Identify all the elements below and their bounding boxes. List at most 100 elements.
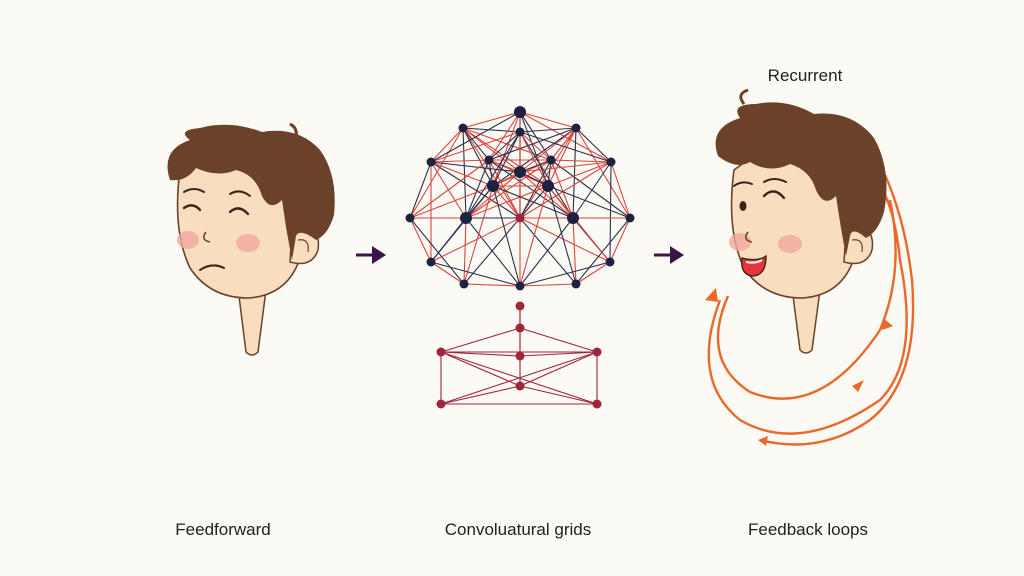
network-edge: [409, 217, 432, 263]
network-edge: [492, 131, 521, 187]
network-edge: [547, 185, 631, 219]
network-edge: [463, 283, 521, 287]
network-edge: [430, 127, 464, 163]
network-edge: [547, 185, 577, 285]
lower-network-node: [515, 301, 525, 311]
network-edge: [519, 283, 577, 287]
network-edge: [430, 161, 521, 219]
network-edge: [519, 161, 612, 219]
lower-network-node: [592, 347, 602, 357]
network-node: [426, 157, 436, 167]
lower-network-edges: [440, 306, 598, 405]
network-edge: [519, 127, 577, 219]
right-neck: [791, 287, 821, 354]
network-edge: [463, 217, 521, 285]
left-blush-2: [236, 234, 260, 252]
network-edge: [409, 217, 465, 285]
network-edge: [430, 161, 521, 173]
network-edge: [463, 185, 494, 285]
network-edge: [492, 185, 574, 219]
network-edge: [609, 217, 631, 263]
network-edge: [430, 131, 521, 163]
network-edge: [488, 159, 574, 219]
lower-network-edge: [440, 351, 521, 357]
network-edge: [463, 217, 467, 285]
network-edge: [465, 217, 521, 287]
lower-network-edge: [519, 327, 598, 353]
network-edge: [462, 127, 467, 219]
network-edge: [519, 185, 549, 287]
network-edge: [572, 161, 612, 219]
right-arrow-icon: [356, 246, 386, 264]
lower-network-node: [436, 399, 446, 409]
lower-network-node: [592, 399, 602, 409]
lower-network-node: [515, 351, 525, 361]
lower-network-edge: [440, 351, 598, 405]
network-edge: [575, 261, 611, 285]
network-edge: [519, 171, 574, 219]
caption-convolutional-grids: Convoluatural grids: [444, 520, 592, 539]
network-edge: [547, 127, 577, 187]
network-edge: [550, 127, 577, 161]
left-eye-2: [228, 207, 250, 216]
network-edge: [519, 111, 612, 163]
network-edge: [430, 185, 494, 263]
network-edge: [519, 261, 611, 287]
network-node: [515, 213, 525, 223]
network-edge: [575, 127, 612, 163]
network-edge: [488, 111, 521, 161]
lower-network-node: [436, 347, 446, 357]
caption-recurrent: Recurrent: [767, 66, 843, 85]
network-node: [458, 123, 468, 133]
network-node: [487, 180, 499, 192]
network-edge: [462, 127, 521, 173]
network-edge: [550, 159, 574, 219]
caption-feedback-loops: Feedback loops: [747, 520, 869, 539]
network-edge: [575, 217, 631, 285]
network-edge: [465, 131, 521, 219]
right-hair: [715, 102, 887, 256]
network-edge: [430, 261, 521, 287]
network-node: [625, 213, 635, 223]
network-node: [542, 180, 554, 192]
lower-network-edge: [440, 351, 521, 387]
network-edge: [462, 111, 521, 129]
network-edge: [488, 131, 521, 161]
network-edge: [519, 127, 577, 133]
network-node: [606, 157, 616, 167]
network-edge: [430, 159, 490, 163]
recurrent-face: [705, 88, 915, 446]
network-edge: [430, 217, 521, 263]
network-edge: [519, 127, 577, 173]
network-edge: [519, 131, 552, 161]
lower-network-edge: [519, 351, 598, 357]
network-edges: [409, 111, 631, 287]
network-edge: [492, 185, 521, 219]
feedforward-face: [167, 122, 335, 356]
network-edge: [465, 171, 521, 219]
network-edge: [465, 159, 490, 219]
loop-arrowheads: [705, 288, 893, 446]
right-blush-1: [729, 233, 751, 251]
lower-network-nodes: [436, 301, 602, 409]
lower-network-edge: [440, 385, 521, 405]
network-edge: [519, 111, 577, 129]
network-edge: [462, 127, 549, 187]
left-neck: [237, 287, 267, 356]
network-node: [567, 212, 579, 224]
network-node: [405, 213, 415, 223]
network-edge: [572, 127, 577, 219]
lower-network-edge: [519, 351, 598, 387]
network-edge: [492, 185, 521, 287]
network-edge: [462, 127, 494, 187]
network-edge: [409, 185, 494, 219]
network-edge: [519, 217, 577, 285]
network-edge: [488, 159, 521, 219]
network-edge: [519, 131, 574, 219]
network-edge: [492, 127, 577, 187]
right-arrow-icon: [654, 246, 684, 264]
network-node: [515, 281, 525, 291]
network-edge: [519, 131, 549, 187]
lower-network-node: [515, 381, 525, 391]
